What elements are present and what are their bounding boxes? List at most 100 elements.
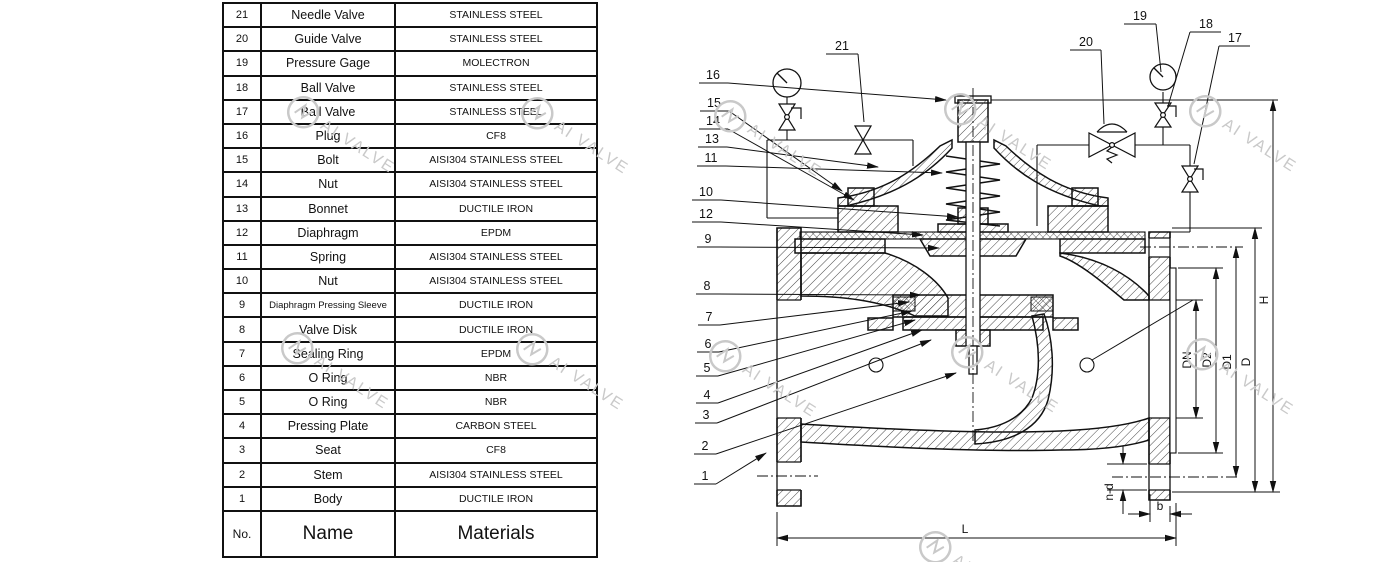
part-material: STAINLESS STEEL xyxy=(394,26,598,53)
part-no: 6 xyxy=(222,364,262,392)
part-material: DUCTILE IRON xyxy=(394,316,598,343)
part-name: Nut xyxy=(260,171,396,198)
callout-5: 5 xyxy=(704,361,711,375)
callout-6: 6 xyxy=(705,337,712,351)
callout-12: 12 xyxy=(699,207,713,221)
pressure-gauge-icon xyxy=(1149,63,1177,91)
callout-13: 13 xyxy=(705,132,719,146)
callout-16: 16 xyxy=(706,68,720,82)
part-name: Valve Disk xyxy=(260,316,396,343)
pilot-piping xyxy=(766,92,1278,233)
part-no: 15 xyxy=(222,147,262,174)
part-name: O Ring xyxy=(260,364,396,392)
part-name: Guide Valve xyxy=(260,26,396,53)
part-name: Pressing Plate xyxy=(260,413,396,440)
part-material: NBR xyxy=(394,364,598,392)
callout-1: 1 xyxy=(702,469,709,483)
callout-14: 14 xyxy=(706,114,720,128)
part-name: Bolt xyxy=(260,147,396,174)
part-no: 12 xyxy=(222,219,262,246)
part-material: AISI304 STAINLESS STEEL xyxy=(394,171,598,198)
part-name: Ball Valve xyxy=(260,74,396,101)
part-name: Pressure Gage xyxy=(260,50,396,77)
callout-20: 20 xyxy=(1079,35,1093,49)
part-name: Plug xyxy=(260,122,396,150)
valve-body-cross-section xyxy=(757,88,1243,507)
part-name: Spring xyxy=(260,243,396,271)
part-no: 4 xyxy=(222,413,262,440)
callout-3: 3 xyxy=(703,408,710,422)
part-no: 11 xyxy=(222,243,262,271)
part-material: EPDM xyxy=(394,219,598,246)
part-name: Body xyxy=(260,485,396,512)
callout-4: 4 xyxy=(704,388,711,402)
part-no: 1 xyxy=(222,485,262,512)
part-material: AISI304 STAINLESS STEEL xyxy=(394,461,598,488)
part-name: Ball Valve xyxy=(260,98,396,125)
dim-label-l: L xyxy=(962,522,969,536)
part-name: Sealing Ring xyxy=(260,340,396,367)
part-material: CF8 xyxy=(394,437,598,464)
ball-valve-icon xyxy=(1153,102,1177,128)
part-material: AISI304 STAINLESS STEEL xyxy=(394,268,598,295)
part-no: 18 xyxy=(222,74,262,101)
part-no: 21 xyxy=(222,1,262,29)
part-material: CF8 xyxy=(394,122,598,150)
part-material: AISI304 STAINLESS STEEL xyxy=(394,243,598,271)
ball-valve-icon xyxy=(1180,165,1204,193)
callout-2: 2 xyxy=(702,439,709,453)
dim-label-dn: DN xyxy=(1180,351,1194,368)
part-no: 14 xyxy=(222,171,262,198)
part-no: 13 xyxy=(222,195,262,222)
dimension-lines xyxy=(776,99,1280,546)
part-no: 16 xyxy=(222,122,262,150)
callout-7: 7 xyxy=(706,310,713,324)
part-material: STAINLESS STEEL xyxy=(394,74,598,101)
callout-18: 18 xyxy=(1199,17,1213,31)
part-no: 9 xyxy=(222,292,262,319)
part-name: Nut xyxy=(260,268,396,295)
dim-label-n-d: n-d xyxy=(1102,483,1116,500)
part-no: 5 xyxy=(222,388,262,416)
part-material: DUCTILE IRON xyxy=(394,292,598,319)
part-no: 3 xyxy=(222,437,262,464)
part-no: 20 xyxy=(222,26,262,53)
part-no: 8 xyxy=(222,316,262,343)
dim-label-d: D xyxy=(1239,357,1253,366)
part-material: AISI304 STAINLESS STEEL xyxy=(394,147,598,174)
part-name: Diaphragm Pressing Sleeve xyxy=(260,292,396,319)
part-material: DUCTILE IRON xyxy=(394,485,598,512)
part-no: 10 xyxy=(222,268,262,295)
part-material: MOLECTRON xyxy=(394,50,598,77)
part-material: STAINLESS STEEL xyxy=(394,1,598,29)
part-no: 17 xyxy=(222,98,262,125)
part-name: Seat xyxy=(260,437,396,464)
sealing-ring xyxy=(1030,296,1054,312)
header-no: No. xyxy=(222,509,262,558)
part-material: NBR xyxy=(394,388,598,416)
part-material: CARBON STEEL xyxy=(394,413,598,440)
dim-label-d2: D2 xyxy=(1200,352,1214,368)
needle-valve-icon xyxy=(853,125,873,155)
part-name: O Ring xyxy=(260,388,396,416)
gauge-valve-icon xyxy=(777,103,802,131)
callout-9: 9 xyxy=(705,232,712,246)
dim-label-b: b xyxy=(1157,499,1164,513)
callout-leaders xyxy=(692,23,1250,485)
